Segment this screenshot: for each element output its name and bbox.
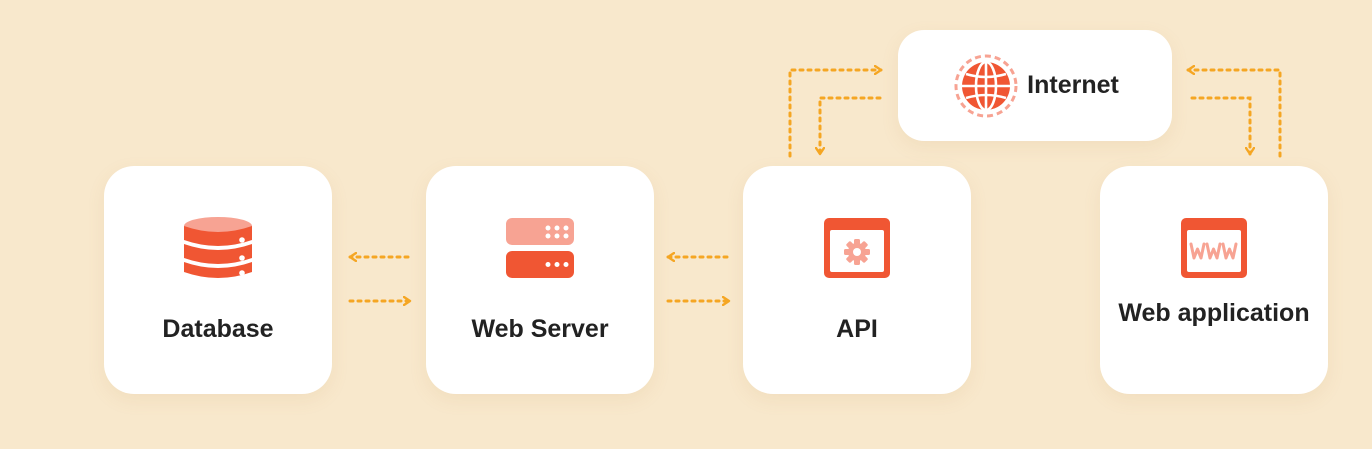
web-application-label: Web application — [1118, 299, 1310, 327]
internet-node: Internet — [898, 30, 1172, 141]
web-server-label: Web Server — [471, 315, 609, 343]
api-label: API — [836, 315, 878, 343]
api-window-gear-icon — [821, 216, 893, 280]
web-server-node: Web Server — [426, 166, 654, 394]
web-application-node: Web application — [1100, 166, 1328, 394]
arrow-internet-to-api — [820, 96, 882, 156]
arrow-webapp-to-internet — [1186, 70, 1282, 158]
www-browser-icon — [1178, 216, 1250, 280]
internet-label: Internet — [1027, 71, 1119, 99]
database-node: Database — [104, 166, 332, 394]
api-node: API — [743, 166, 971, 394]
database-label: Database — [162, 315, 274, 343]
server-icon — [504, 216, 576, 280]
globe-icon — [951, 51, 1021, 121]
arrow-api-to-internet — [788, 70, 883, 158]
arrow-internet-to-webapp — [1190, 96, 1250, 156]
database-icon — [182, 216, 254, 280]
